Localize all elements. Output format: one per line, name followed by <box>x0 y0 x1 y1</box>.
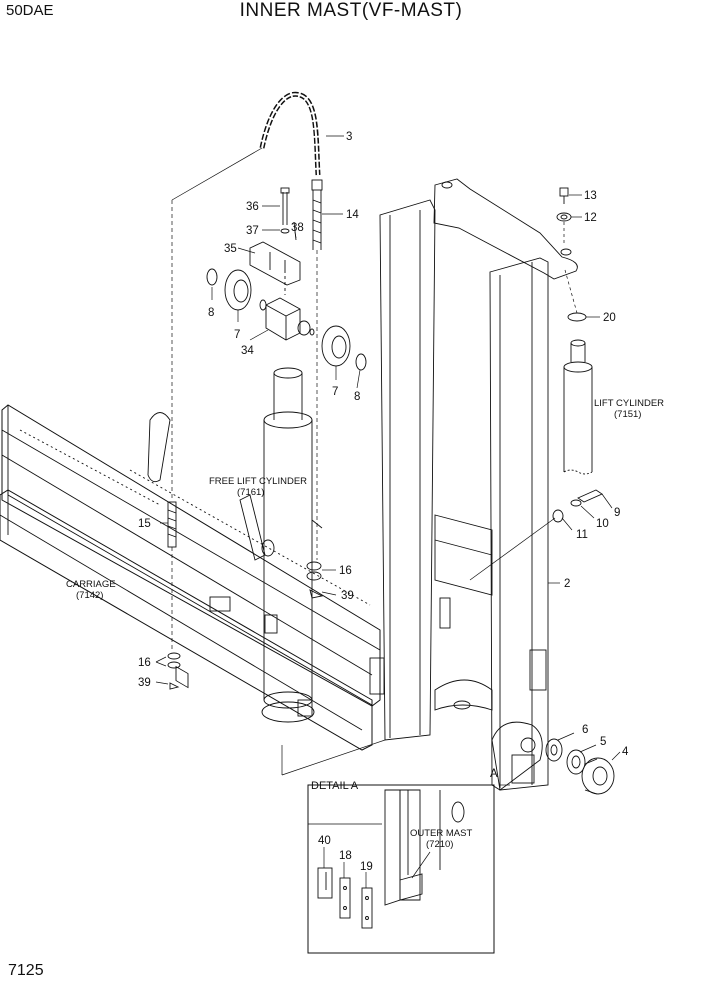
callout-37: 37 <box>246 225 259 237</box>
callout-39b: 39 <box>138 677 151 689</box>
free-lift-cylinder-drawing <box>261 367 323 723</box>
connector-lines <box>281 739 510 786</box>
callout-13: 13 <box>584 190 597 202</box>
nut-pin-center <box>306 561 324 599</box>
callout-10: 10 <box>596 518 609 530</box>
page-title: INNER MAST(VF-MAST) <box>239 0 463 21</box>
callout-18: 18 <box>339 850 352 862</box>
callout-35: 35 <box>224 243 237 255</box>
roller-assembly <box>545 738 615 795</box>
chain-part <box>259 91 321 176</box>
sheave-set-right <box>321 325 367 371</box>
detail-a-box <box>307 784 495 954</box>
callout-3: 3 <box>346 131 352 143</box>
label-free-lift-cylinder-code: (7161) <box>237 487 264 498</box>
label-carriage: CARRIAGE <box>66 579 116 590</box>
callout-39a: 39 <box>341 590 354 602</box>
callout-9: 9 <box>614 507 620 519</box>
callout-16b: 16 <box>138 657 151 669</box>
callout-8a: 8 <box>208 307 214 319</box>
callout-19: 19 <box>360 861 373 873</box>
callout-11: 11 <box>576 529 588 541</box>
callout-8b: 8 <box>354 391 360 403</box>
callout-14: 14 <box>346 209 359 221</box>
callout-7b: 7 <box>332 386 338 398</box>
callout-5: 5 <box>600 736 606 748</box>
callout-15: 15 <box>138 518 151 530</box>
callout-34: 34 <box>241 345 254 357</box>
callout-4: 4 <box>622 746 629 758</box>
callout-36: 36 <box>246 201 259 213</box>
carriage-frame <box>0 404 385 751</box>
label-carriage-code: (7142) <box>76 590 103 601</box>
detail-a-title: DETAIL A <box>311 780 359 792</box>
callout-40: 40 <box>318 835 331 847</box>
detail-a-reference: A <box>490 768 498 780</box>
label-lift-cylinder: LIFT CYLINDER <box>594 398 664 409</box>
callout-20: 20 <box>603 312 616 324</box>
callout-38: 38 <box>291 222 304 234</box>
label-lift-cylinder-code: (7151) <box>614 409 641 420</box>
inner-mast <box>379 178 578 791</box>
callout-2: 2 <box>564 578 570 590</box>
lift-cylinder-drawing <box>563 269 593 475</box>
label-outer-mast: OUTER MAST <box>410 828 472 839</box>
callout-12: 12 <box>584 212 597 224</box>
leader-lines <box>155 135 621 888</box>
label-outer-mast-code: (7210) <box>426 839 453 850</box>
label-free-lift-cylinder: FREE LIFT CYLINDER <box>209 476 307 487</box>
anchor-bolt <box>311 179 323 250</box>
bracket-assembly <box>249 187 301 295</box>
page-number: 7125 <box>8 962 44 979</box>
callout-7a: 7 <box>234 329 240 341</box>
callout-numbers: 3 36 14 37 38 35 8 7 34 7 8 13 12 20 9 1… <box>138 131 629 873</box>
callout-6: 6 <box>582 724 588 736</box>
bolt-13-washer-12 <box>556 187 572 245</box>
part-labels: LIFT CYLINDER (7151) FREE LIFT CYLINDER … <box>66 398 664 850</box>
sheave-shaft <box>259 297 315 341</box>
model-code: 50DAE <box>6 2 54 19</box>
chain-anchor-15 <box>167 147 263 690</box>
callout-16a: 16 <box>339 565 352 577</box>
sheave-set-left <box>206 268 252 311</box>
